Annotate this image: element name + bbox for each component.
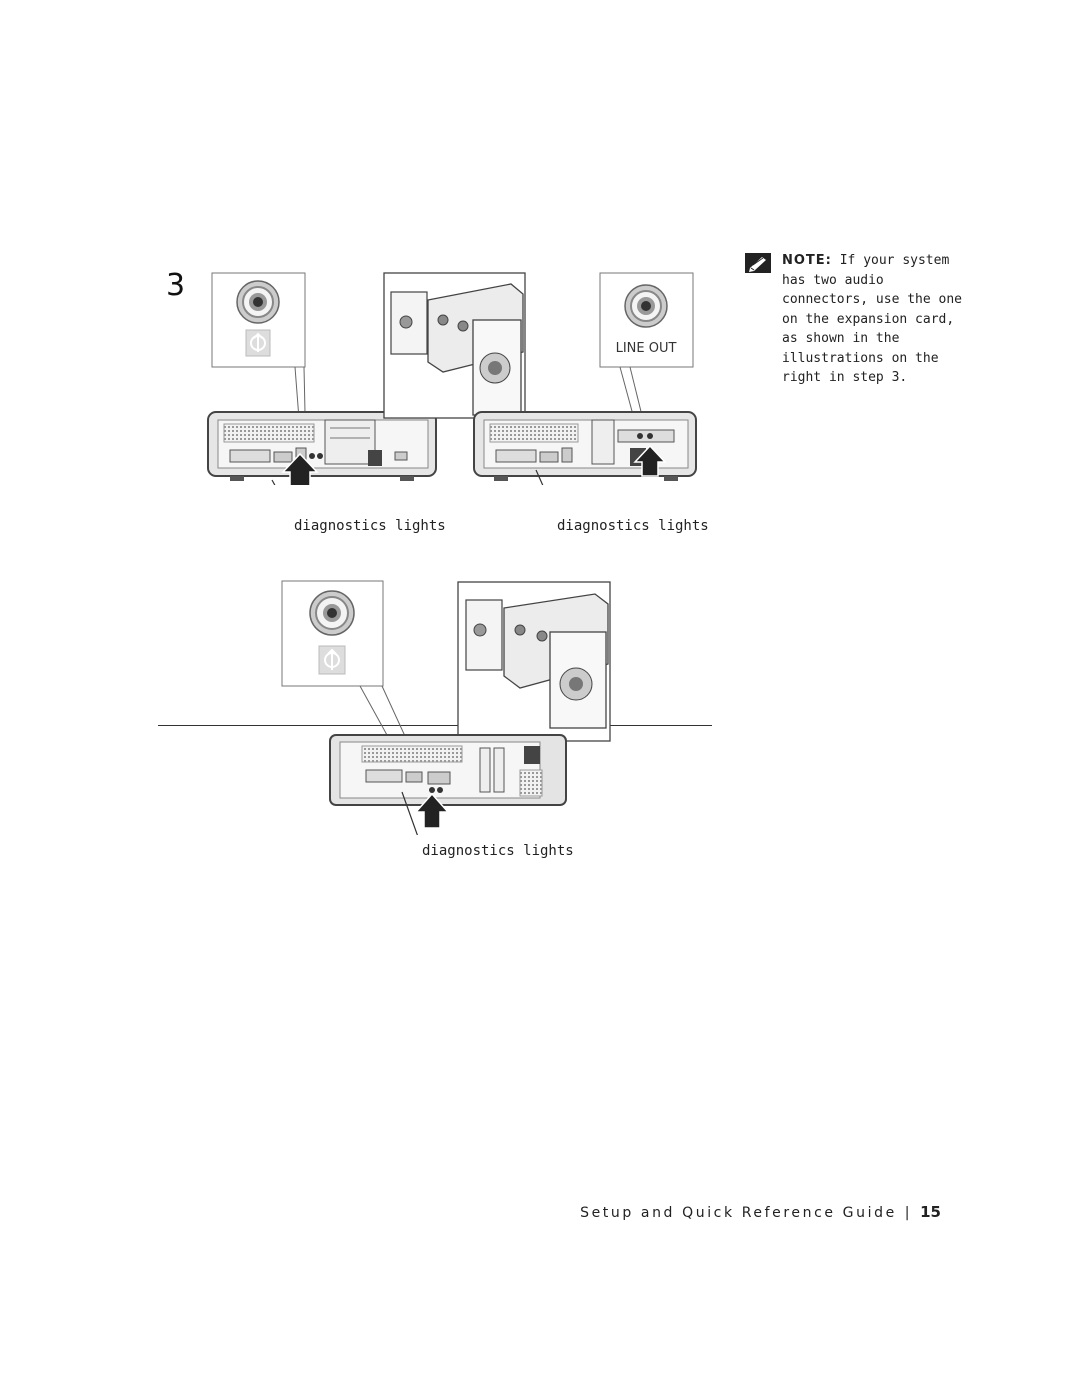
audio-jack-icon [236,280,280,324]
page-footer: Setup and Quick Reference Guide | 15 [580,1203,941,1221]
step-number: 3 [166,268,186,303]
guide-title: Setup and Quick Reference Guide [580,1205,897,1221]
audio-jack-icon-bottom [309,590,355,636]
line-out-jack-icon [624,284,668,328]
connection-arrow-icon [281,452,319,485]
speaker-left [390,291,428,355]
note-pencil-icon [745,253,771,273]
audio-out-icon-bottom [318,645,346,675]
connection-arrow-icon-bottom [414,792,450,829]
subwoofer [472,319,522,416]
page-number: 15 [920,1203,941,1221]
audio-out-icon [245,329,271,357]
speakers-figure-top [383,272,526,419]
desktop-rear-figure-left [207,272,437,485]
diagnostics-lights-caption-bottom: diagnostics lights [422,843,574,859]
footer-separator: | [904,1205,913,1221]
diagnostics-lights-caption-right: diagnostics lights [557,518,709,534]
desktop-rear-figure-right: LINE OUT [473,272,697,485]
line-out-label: LINE OUT [616,341,677,356]
note-label: NOTE: [782,253,832,268]
note-text: NOTE: If your system has two audio conne… [782,251,962,388]
diagnostics-lights-caption-left: diagnostics lights [294,518,446,534]
desktop-rear-figure-bottom [281,580,611,835]
note-body: If your system has two audio connectors,… [782,253,963,385]
horizontal-rule [158,725,712,726]
connection-arrow-icon-right [633,444,667,477]
